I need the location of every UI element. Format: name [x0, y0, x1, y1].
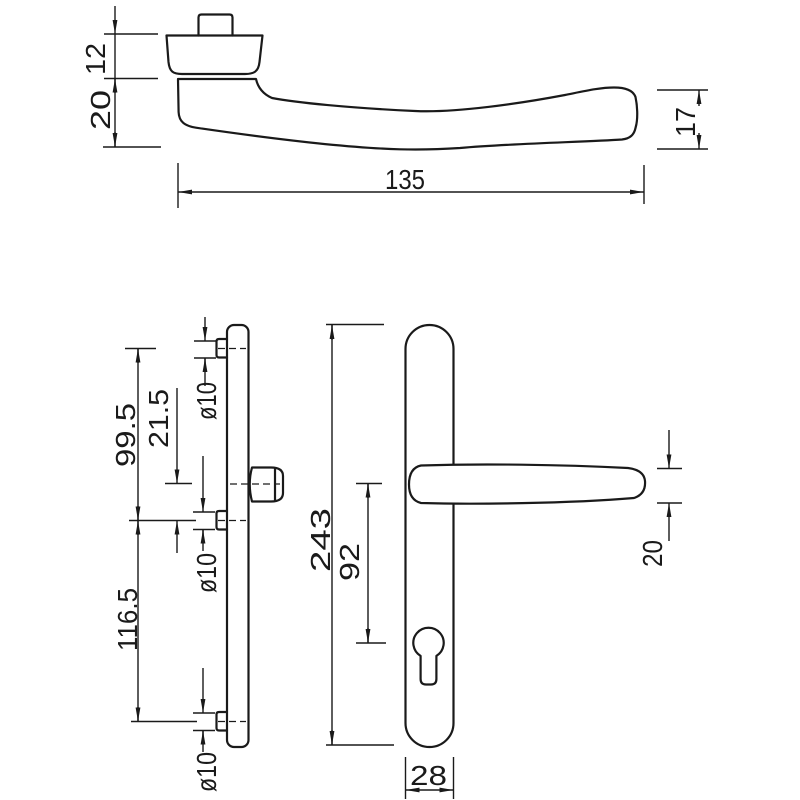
fixing-boss-bottom [215, 710, 229, 732]
dim-boss-diameter-bottom: ø10 [191, 668, 222, 792]
dim-label-handle-to-cylinder: 92 [334, 543, 365, 581]
dim-lever-length: 135 [177, 163, 645, 208]
dim-plate-width: 28 [404, 757, 455, 799]
dim-label-plate-length: 243 [305, 508, 336, 572]
dim-label-hub-to-fixing-offset: 21.5 [143, 389, 174, 448]
dim-hub-to-fixing-offset: 21.5 [143, 388, 192, 553]
dim-label-neck-projection: 20 [85, 90, 116, 130]
dim-label-fixing-top-spacing: 99.5 [110, 403, 141, 467]
lever-outline [165, 13, 639, 151]
dim-grip-height: 20 [637, 430, 682, 567]
dim-label-grip-height: 20 [637, 540, 668, 567]
spindle-knob [197, 13, 234, 37]
dim-neck-projection: 20 [85, 78, 161, 148]
lever-grip-front [407, 463, 647, 505]
plate-edge-outline [225, 323, 250, 749]
dim-label-fixing-bottom-spacing: 116.5 [112, 588, 143, 651]
dim-lever-end-height: 17 [657, 89, 708, 150]
fixing-boss-middle [215, 509, 229, 531]
fixing-boss-top [215, 337, 229, 359]
dim-fixing-bottom-spacing: 116.5 [112, 520, 197, 723]
backplate-side-view: ø10 99.5 21.5 ø10 [110, 317, 285, 792]
dim-label-boss-dia-middle: ø10 [191, 553, 222, 593]
dim-label-lever-length: 135 [385, 164, 425, 195]
euro-cylinder-keyhole [412, 626, 445, 686]
lever-side-view: 12 20 135 17 [80, 6, 708, 208]
dim-label-plate-width: 28 [410, 760, 447, 791]
handle-rose-cap [165, 34, 264, 76]
dim-label-cap-height: 12 [80, 43, 111, 75]
lever-body [176, 77, 639, 151]
dim-plate-length: 243 [305, 323, 394, 746]
dim-boss-diameter-top: ø10 [191, 317, 222, 420]
dim-label-boss-dia-top: ø10 [191, 382, 222, 420]
dim-fixing-top-spacing: 99.5 [110, 347, 196, 522]
dim-boss-diameter-middle: ø10 [191, 456, 222, 593]
dim-handle-to-cylinder: 92 [334, 482, 386, 644]
plate-front-outline [404, 323, 455, 749]
handle-hub [248, 466, 285, 503]
dim-label-boss-dia-bottom: ø10 [191, 752, 222, 792]
dim-label-lever-end-height: 17 [670, 107, 701, 137]
backplate-front-view: 243 92 20 28 [305, 323, 682, 799]
